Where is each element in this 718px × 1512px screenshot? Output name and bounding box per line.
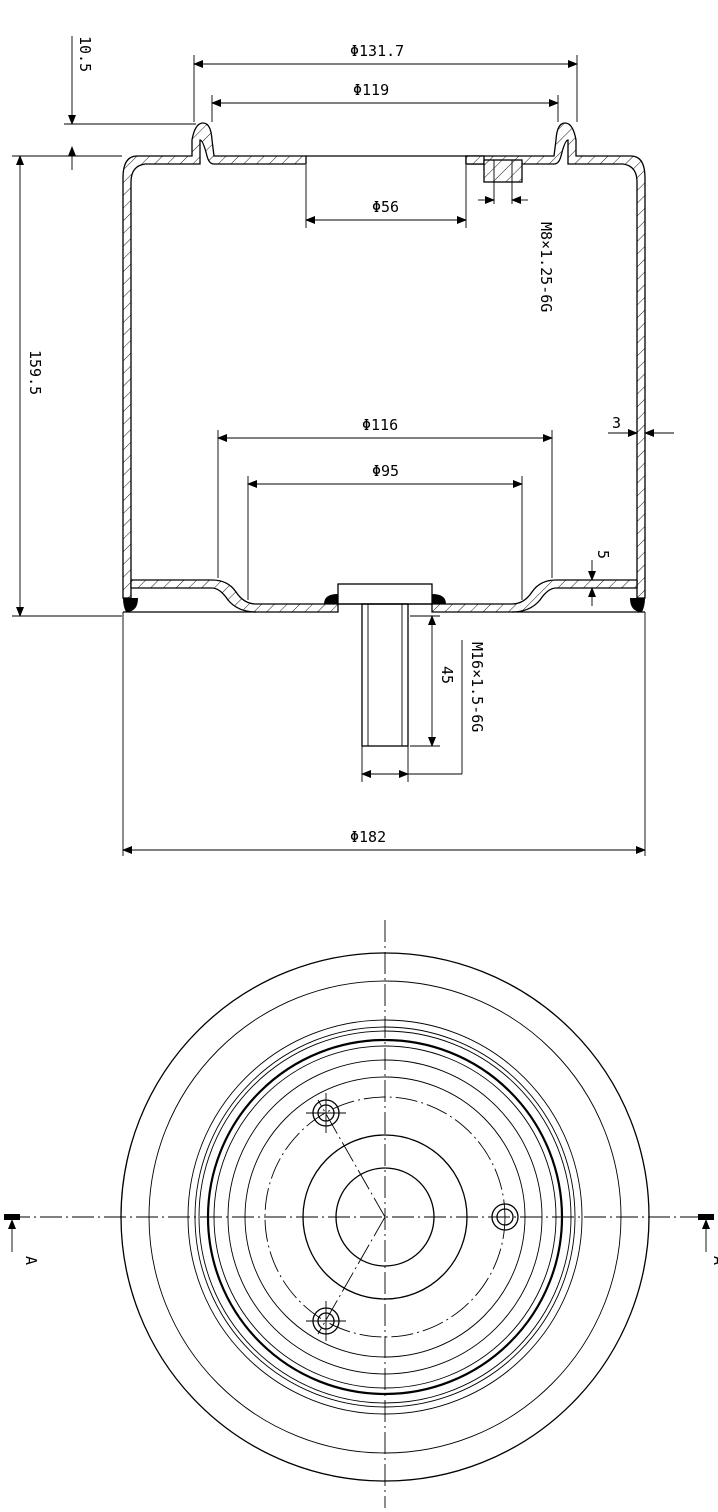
dim-len-45: 45 bbox=[438, 666, 456, 684]
dim-d131-7: Φ131.7 bbox=[350, 42, 404, 60]
bottom-plate-section-right bbox=[431, 579, 638, 613]
dimensions: Φ131.7 Φ119 Φ56 M8×1.25-6G 10.5 159.5 bbox=[12, 36, 674, 856]
dim-d182: Φ182 bbox=[350, 828, 386, 846]
section-marker-left-bar bbox=[4, 1214, 20, 1220]
dim-d119: Φ119 bbox=[353, 81, 389, 99]
bolt-hole-right bbox=[491, 1203, 519, 1231]
weld-right-corner bbox=[630, 598, 645, 612]
weld-left-corner bbox=[123, 598, 138, 612]
outer-wall-section bbox=[122, 122, 307, 599]
bottom-plate-section bbox=[130, 579, 339, 613]
dim-d116: Φ116 bbox=[362, 416, 398, 434]
weld-boss-left bbox=[324, 594, 338, 604]
dim-d56: Φ56 bbox=[372, 198, 399, 216]
dim-d95: Φ95 bbox=[372, 462, 399, 480]
tapped-hole-block bbox=[483, 159, 523, 183]
dim-h159-5: 159.5 bbox=[26, 350, 44, 395]
top-plate-hatch bbox=[465, 155, 485, 165]
section-view bbox=[122, 122, 646, 747]
central-boss bbox=[337, 583, 433, 605]
dim-wall-3: 3 bbox=[612, 414, 621, 432]
weld-boss-right bbox=[432, 594, 446, 604]
section-label-left: A bbox=[22, 1256, 40, 1265]
thread-m8-label: M8×1.25-6G bbox=[537, 222, 555, 312]
threaded-stud bbox=[361, 603, 409, 747]
bolt-hole-lower bbox=[306, 1301, 346, 1341]
dim-h10-5: 10.5 bbox=[76, 36, 94, 72]
section-marker-right-bar bbox=[698, 1214, 714, 1220]
plan-view: A A bbox=[4, 920, 718, 1508]
thread-m16-label: M16×1.5-6G bbox=[468, 642, 486, 732]
section-label-right: A bbox=[710, 1256, 718, 1265]
bolt-hole-upper bbox=[306, 1093, 346, 1133]
dim-wall-5: 5 bbox=[594, 550, 612, 559]
outer-wall-section-right bbox=[465, 122, 646, 599]
